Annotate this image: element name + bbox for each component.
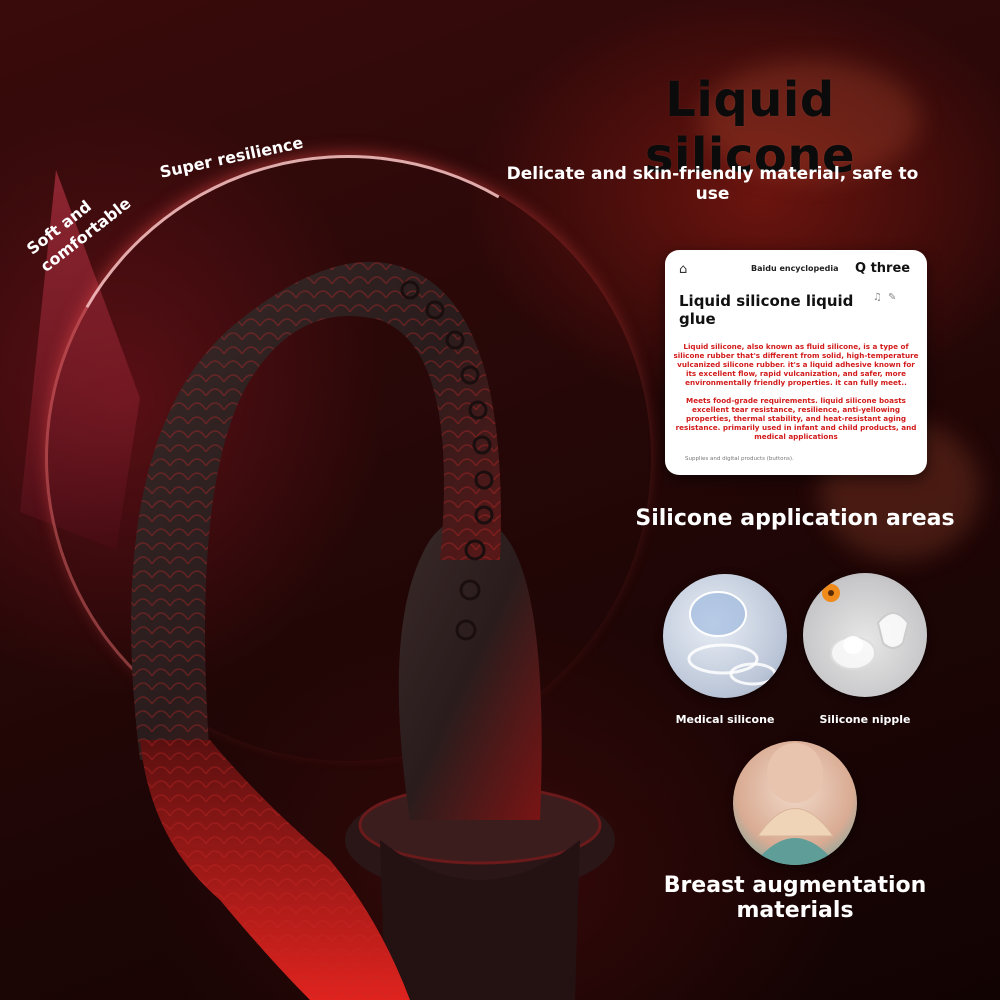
card-query: Q three [855, 261, 911, 276]
home-icon[interactable]: ⌂ [679, 262, 688, 277]
product-image [131, 261, 615, 1000]
card-footer: Supplies and digital products (buttons). [685, 456, 794, 462]
card-source: Baidu encyclopedia [751, 264, 839, 273]
caption-nipple: Silicone nipple [819, 713, 911, 726]
medical-silicone-image [663, 574, 787, 698]
caption-medical: Medical silicone [675, 713, 775, 726]
headphones-icon[interactable]: ♫ [873, 292, 888, 303]
silicone-nipple-image [803, 573, 927, 697]
breast-implant-image [733, 741, 857, 865]
background-glow [700, 60, 920, 180]
headline: Liquid silicone [644, 72, 856, 184]
card-paragraph: Liquid silicone, also known as fluid sil… [673, 342, 919, 387]
card-title: Liquid silicone liquid glue [679, 292, 854, 328]
card-paragraph: Meets food-grade requirements. liquid si… [675, 396, 917, 441]
encyclopedia-card: ⌂ Baidu encyclopedia Q three Liquid sili… [665, 250, 927, 475]
card-tools: ♫✎ [873, 292, 902, 303]
edit-icon[interactable]: ✎ [887, 292, 903, 303]
subheadline: Delicate and skin-friendly material, saf… [506, 164, 919, 204]
breast-title: Breast augmentation materials [663, 873, 927, 923]
applications-title: Silicone application areas [635, 506, 955, 531]
